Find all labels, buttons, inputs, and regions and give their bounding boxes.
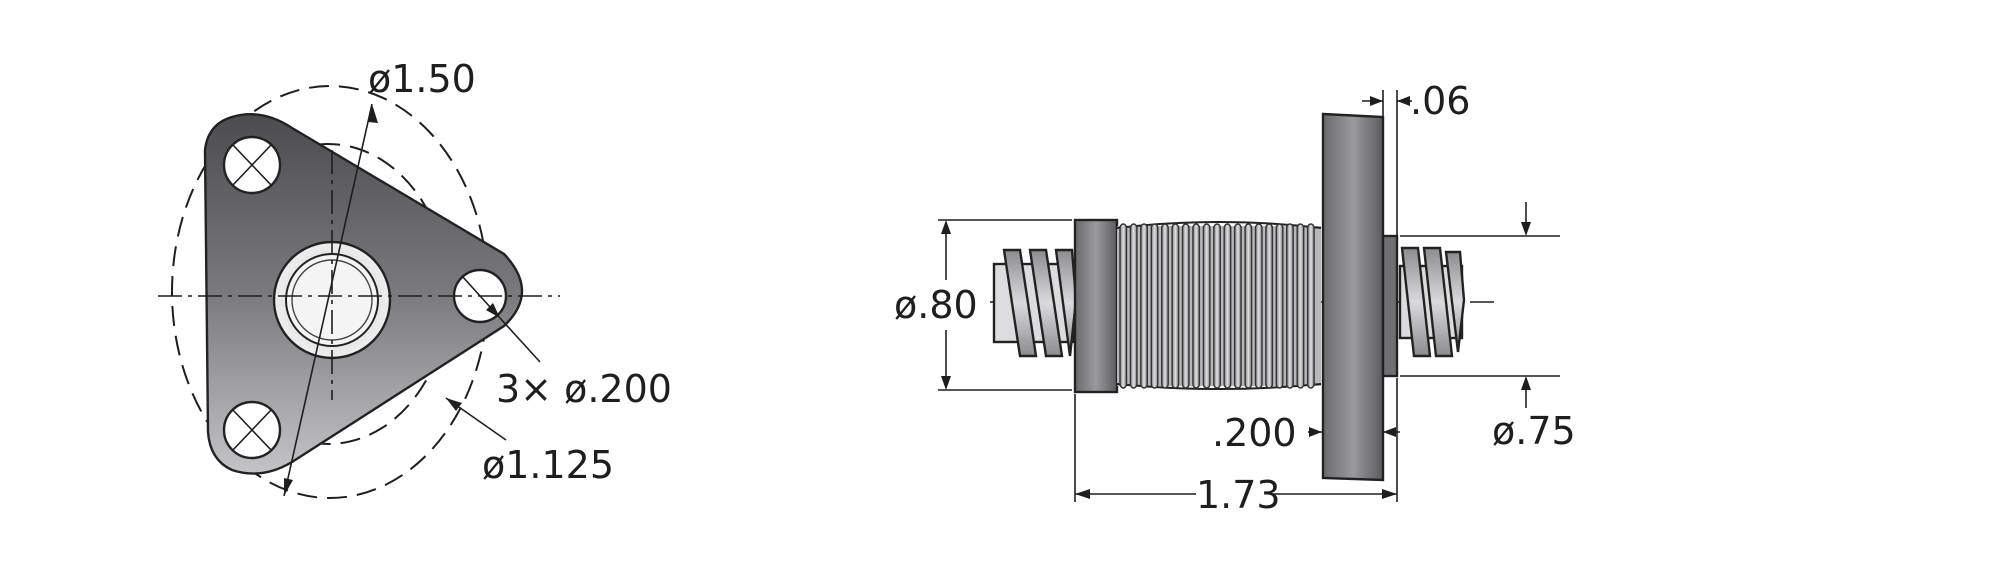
body-diameter-label: ø1.125 (482, 443, 614, 487)
spring-coil (1265, 223, 1274, 389)
front-view: ø1.50 3× ø.200 ø1.125 (158, 57, 672, 499)
spring-coil (1150, 223, 1159, 389)
spring-coil (1129, 223, 1138, 389)
retainer-width-label: .200 (1212, 411, 1297, 455)
overall-length-label: 1.73 (1196, 473, 1281, 517)
spring-coil (1275, 223, 1284, 389)
spring-diameter-label: ø.80 (894, 283, 978, 327)
hole-callout-label: 3× ø.200 (496, 367, 672, 411)
mounting-hole-top (222, 135, 282, 195)
spring-coil (1192, 223, 1201, 389)
side-view: .06 ø.80 ø.75 .200 1.73 (894, 79, 1576, 517)
right-threaded-end (1398, 246, 1466, 358)
compression-spring (1116, 221, 1322, 390)
mounting-hole-bottom (222, 400, 282, 460)
spring-coil (1160, 223, 1169, 389)
flange-thickness-label: .06 (1410, 79, 1470, 123)
bolt-circle-leader (283, 103, 373, 497)
left-retainer (1073, 218, 1119, 394)
spring-coil (1233, 223, 1242, 389)
shaft-diameter-label: ø.75 (1492, 409, 1576, 453)
left-threaded-end (992, 248, 1078, 358)
spring-coil (1244, 223, 1253, 389)
mounting-flange (1321, 112, 1385, 482)
spring-coil (1213, 223, 1222, 389)
bolt-circle-diameter-label: ø1.50 (368, 57, 476, 101)
spring-coil (1254, 223, 1263, 389)
spring-coil (1202, 223, 1211, 389)
hole-leader-outer (499, 317, 541, 363)
spring-coil (1296, 223, 1305, 389)
spring-coil (1171, 223, 1180, 389)
spring-coil (1119, 223, 1128, 389)
spring-coil (1306, 223, 1315, 389)
spring-coil (1285, 223, 1294, 389)
spring-coil (1140, 223, 1149, 389)
right-collar (1381, 234, 1399, 378)
spring-coil (1181, 223, 1190, 389)
spring-coil (1223, 223, 1232, 389)
